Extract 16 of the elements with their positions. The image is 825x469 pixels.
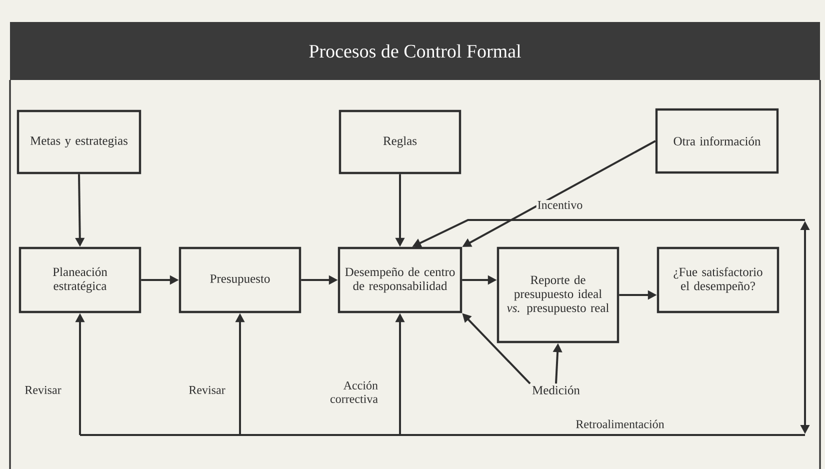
process-box: Otra información [655, 108, 779, 174]
edge-label: Revisar [189, 386, 226, 394]
edge-label: Acción correctiva [330, 381, 378, 403]
process-box: Reglas [338, 110, 462, 174]
process-box: Desempeño de centro de responsabilidad [338, 246, 462, 314]
line-label: Retroalimentación [576, 420, 664, 428]
process-box: Metas y estrategias [16, 110, 142, 174]
edge-label: Revisar [25, 386, 62, 394]
edge-label: Incentivo [538, 200, 582, 210]
measurement-label: Medición [531, 384, 581, 396]
process-box: ¿Fue satisfactorio el desempeño? [656, 246, 780, 314]
feedback-line [80, 434, 805, 436]
process-box: Planeación estratégica [18, 246, 142, 314]
process-box: Presupuesto [178, 246, 302, 314]
process-box: Reporte de presupuesto ideal vs. presupuesto real [496, 246, 620, 344]
title-banner: Procesos de Control Formal [10, 22, 820, 80]
